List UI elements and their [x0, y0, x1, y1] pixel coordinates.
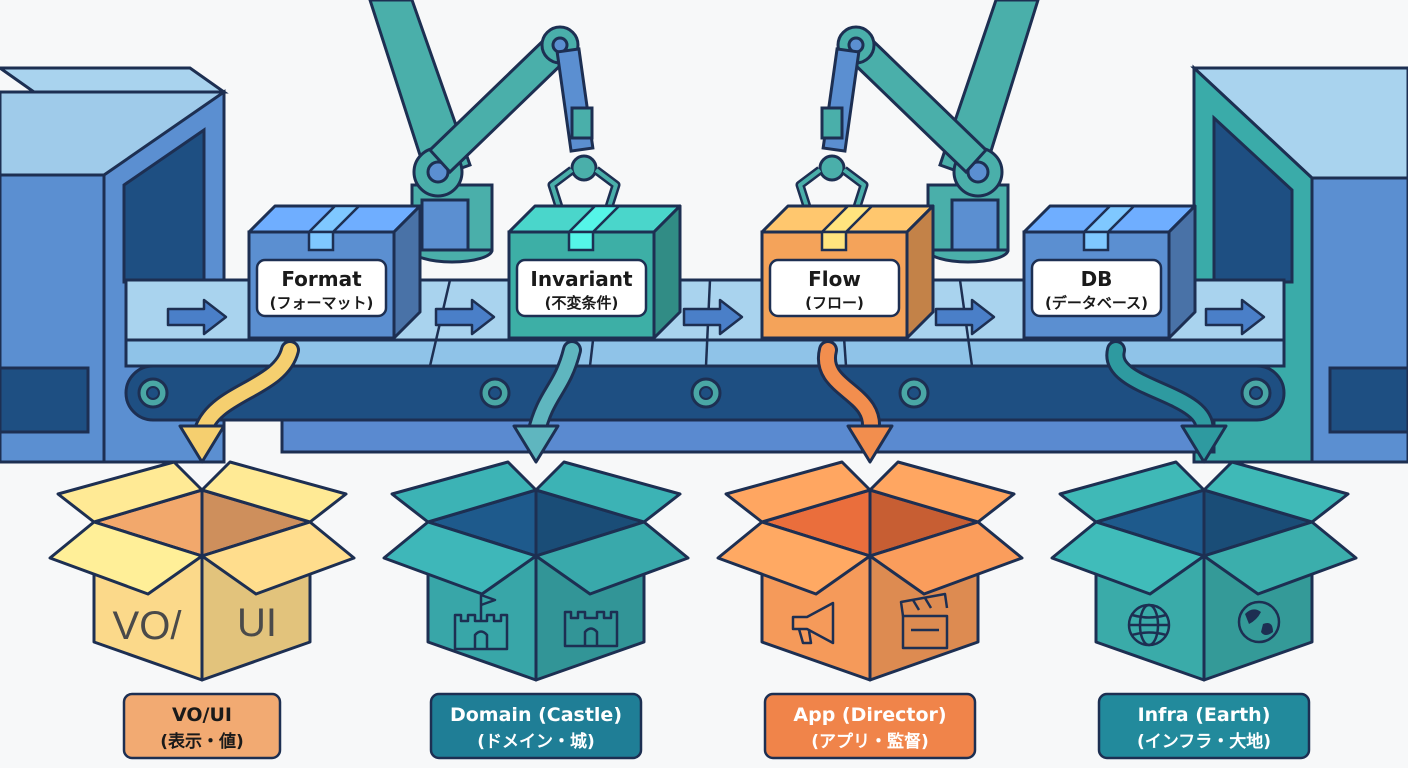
- roller-icon: [690, 377, 722, 409]
- dest-label-invariant: Domain (Castle) (ドメイン・城): [429, 692, 643, 760]
- belt-rollers: [137, 377, 1272, 409]
- dest-title: App (Director): [793, 704, 946, 726]
- box-sublabel-format: (フォーマット): [270, 294, 374, 312]
- box-label-flow: Flow: [808, 267, 861, 291]
- drop-arrow-icon: [816, 340, 894, 464]
- earth-icon: [1237, 600, 1281, 644]
- moving-boxes: Format (フォーマット) Invariant (不変条件) Flow (フロー) DB…: [247, 204, 1197, 340]
- castle-icon: [563, 610, 619, 648]
- gripper-icon: [795, 166, 869, 212]
- robot-arm-left: [368, 0, 621, 264]
- dest-title: VO/UI: [172, 704, 232, 726]
- arrow-right-icon: [934, 298, 996, 336]
- dest-label-format: VO/UI (表示・値): [122, 692, 282, 760]
- face-text-right: UI: [237, 601, 277, 645]
- roller-icon: [1240, 377, 1272, 409]
- roller-icon: [898, 377, 930, 409]
- roller-icon: [479, 377, 511, 409]
- dest-subtitle: (アプリ・監督): [811, 731, 929, 752]
- megaphone-icon: [791, 601, 835, 645]
- destination-box-invariant: Domain (Castle) (ドメイン・城): [382, 460, 690, 760]
- gripper-icon: [547, 166, 621, 212]
- belt-arrows: [166, 298, 1266, 336]
- castle-flag-icon: [453, 593, 509, 651]
- box-label-db: DB: [1081, 267, 1113, 291]
- box-sublabel-flow: (フロー): [805, 294, 864, 312]
- box-label-format: Format: [281, 267, 362, 291]
- drop-arrow-icon: [1105, 340, 1228, 464]
- roller-icon: [137, 377, 169, 409]
- destination-box-format: VO/UI VO/UI (表示・値): [48, 460, 356, 760]
- dest-subtitle: (ドメイン・城): [477, 732, 595, 752]
- dest-title: Domain (Castle): [450, 704, 622, 726]
- moving-box-db: DB (データベース): [1022, 204, 1197, 340]
- face-text-left: VO/: [113, 604, 183, 648]
- dest-title: Infra (Earth): [1138, 704, 1271, 726]
- clapperboard-icon: [899, 592, 949, 650]
- destination-boxes: VO/UI VO/UI (表示・値) Domain (Castle) (ドメイン・城) A…: [48, 460, 1358, 760]
- dest-label-flow: App (Director) (アプリ・監督): [763, 692, 977, 760]
- arrow-right-icon: [434, 298, 496, 336]
- dest-subtitle: (表示・値): [160, 731, 244, 752]
- dest-subtitle: (インフラ・大地): [1137, 731, 1271, 752]
- moving-box-invariant: Invariant (不変条件): [507, 204, 682, 340]
- destination-box-flow: App (Director) (アプリ・監督): [716, 460, 1024, 760]
- box-sublabel-invariant: (不変条件): [545, 294, 619, 312]
- moving-box-flow: Flow (フロー): [760, 204, 935, 340]
- moving-box-format: Format (フォーマット): [247, 204, 422, 340]
- box-label-invariant: Invariant: [530, 267, 633, 291]
- destination-box-db: Infra (Earth) (インフラ・大地): [1050, 460, 1358, 760]
- arrow-right-icon: [1204, 298, 1266, 336]
- globe-icon: [1127, 603, 1171, 647]
- drop-arrows: [178, 340, 1228, 464]
- drop-arrow-icon: [178, 340, 300, 464]
- drop-arrow-icon: [512, 340, 582, 464]
- arrow-right-icon: [682, 298, 744, 336]
- arrow-right-icon: [166, 298, 228, 336]
- robot-arm-right: [795, 0, 1040, 264]
- box-sublabel-db: (データベース): [1045, 294, 1148, 312]
- dest-label-db: Infra (Earth) (インフラ・大地): [1097, 692, 1311, 760]
